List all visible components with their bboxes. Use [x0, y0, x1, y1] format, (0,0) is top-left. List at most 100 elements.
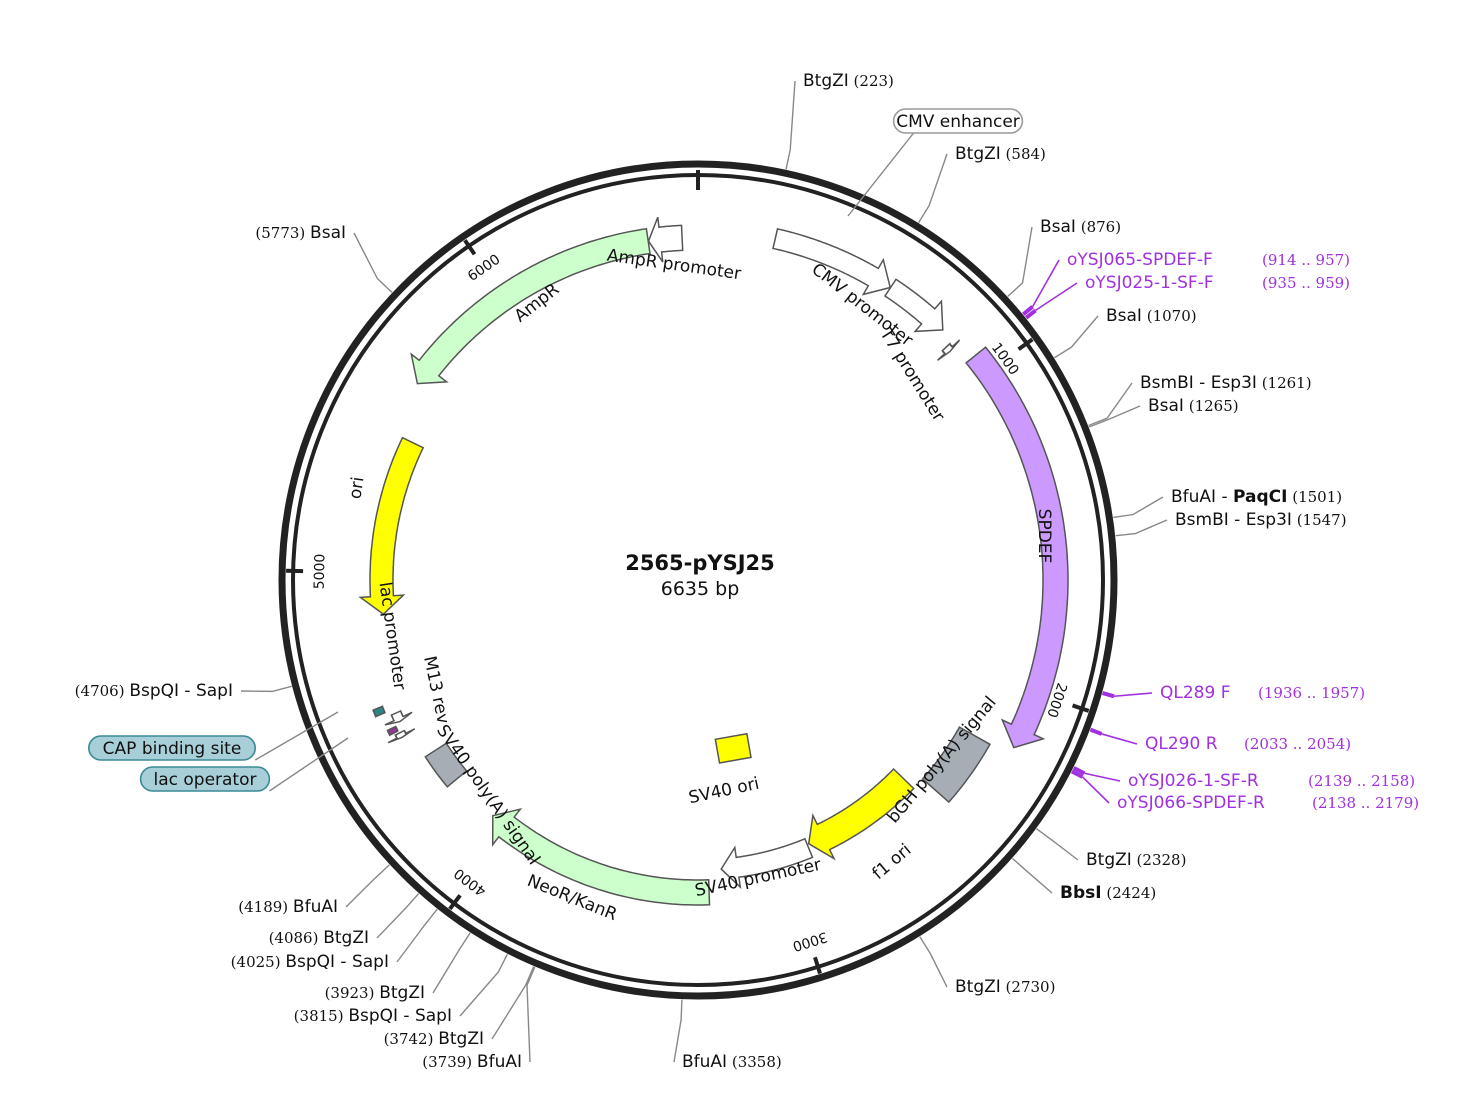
site-text: BtgZI — [438, 1029, 484, 1049]
tick-label: 5000 — [312, 554, 329, 590]
callout-leader — [254, 711, 339, 761]
primer-leader — [1081, 776, 1110, 804]
site-text: (4086) — [269, 929, 324, 947]
primer-range: (914 .. 957) — [1262, 251, 1350, 269]
site-label-btgzi[interactable]: (3742) BtgZI — [384, 1029, 484, 1049]
site-label-bsai[interactable]: BsaI (876) — [1040, 217, 1121, 237]
site-text: BsmBI - Esp3I — [1175, 510, 1292, 530]
site-text: BspQI - SapI — [285, 952, 389, 972]
feature-cap-binding-site[interactable] — [372, 705, 386, 718]
feature-sv40-promoter[interactable] — [720, 837, 814, 890]
primer-mark — [1089, 727, 1103, 736]
callout-leader — [847, 132, 915, 217]
primer-label-oysj065-spdef-f[interactable]: oYSJ065-SPDEF-F — [1067, 250, 1213, 270]
primer-label-ql290-r[interactable]: QL290 R — [1145, 734, 1218, 754]
site-text: BtgZI — [803, 71, 849, 91]
site-text: BspQI - SapI — [348, 1006, 452, 1026]
callout-cmv-enhancer[interactable] — [892, 108, 1024, 134]
site-text: (1261) — [1257, 374, 1312, 392]
primer-mark — [1072, 766, 1086, 776]
site-label-btgzi[interactable]: (3923) BtgZI — [325, 983, 425, 1003]
site-text: BsaI — [1148, 396, 1184, 416]
site-leader — [673, 999, 683, 1063]
primer-label-oysj025-1-sf-f[interactable]: oYSJ025-1-SF-F — [1085, 273, 1214, 293]
site-text: (1070) — [1142, 307, 1197, 325]
site-label-btgzi[interactable]: (4086) BtgZI — [269, 928, 369, 948]
site-label-btgzi[interactable]: BtgZI (223) — [803, 71, 894, 91]
site-leader — [432, 932, 471, 994]
primer-label-oysj026-1-sf-r[interactable]: oYSJ026-1-SF-R — [1128, 771, 1259, 791]
callout-label: CMV enhancer — [896, 112, 1020, 132]
leader-lines — [240, 80, 1168, 1063]
site-text: (2328) — [1132, 851, 1187, 869]
site-text: (223) — [849, 72, 894, 90]
feature-ampr[interactable] — [410, 227, 651, 385]
site-text: BfuAI — [293, 897, 338, 917]
feature-neor-kanr[interactable] — [491, 807, 711, 906]
site-leader — [240, 685, 292, 693]
feature-cmv-enhancer[interactable] — [772, 227, 892, 296]
site-leader — [1113, 496, 1164, 519]
site-text: PaqCI — [1233, 487, 1287, 507]
feature-t7-promoter[interactable] — [936, 339, 961, 361]
site-leader — [1011, 857, 1053, 894]
feature-spdef[interactable] — [965, 346, 1069, 749]
callout-lac-operator[interactable] — [139, 766, 271, 792]
site-text: (3923) — [325, 984, 380, 1002]
primer-mark — [1022, 305, 1034, 316]
features-layer — [358, 216, 1069, 906]
feature-label-m13-rev: M13 rev — [419, 654, 453, 725]
site-text: BfuAI - — [1171, 487, 1233, 507]
feature-m13-rev[interactable] — [387, 728, 416, 744]
site-label-btgzi[interactable]: BtgZI (2328) — [1086, 850, 1186, 870]
feature-label-lac-promoter: lac promoter — [375, 581, 410, 692]
tick-mark — [463, 239, 477, 256]
site-leader — [919, 936, 948, 988]
plasmid-length: 6635 bp — [661, 578, 740, 600]
site-label-bfuai-paqci[interactable]: BfuAI - PaqCI (1501) — [1171, 487, 1342, 507]
feature-sv40-poly-a-signal[interactable] — [424, 742, 468, 788]
feature-lac-promoter[interactable] — [384, 709, 413, 726]
site-text: BtgZI — [1086, 850, 1132, 870]
feature-bgh-poly-a-signal[interactable] — [921, 726, 992, 804]
site-label-btgzi[interactable]: BtgZI (584) — [955, 144, 1046, 164]
site-text: (4189) — [238, 898, 293, 916]
site-label-bsai[interactable]: BsaI (1070) — [1106, 306, 1197, 326]
callout-cap-binding-site[interactable] — [88, 735, 256, 761]
site-label-bspqi-sapi[interactable]: (3815) BspQI - SapI — [294, 1006, 452, 1026]
feature-cmv-promoter[interactable] — [884, 278, 944, 333]
site-text: BfuAI — [477, 1052, 522, 1072]
site-text: BfuAI — [682, 1052, 727, 1072]
site-text: BsaI — [1106, 306, 1142, 326]
primer-label-oysj066-spdef-r[interactable]: oYSJ066-SPDEF-R — [1117, 793, 1265, 813]
site-text: (3742) — [384, 1030, 439, 1048]
site-label-bsai[interactable]: BsaI (1265) — [1148, 396, 1239, 416]
feature-ori[interactable] — [358, 436, 425, 616]
primer-leader — [1084, 772, 1121, 782]
feature-f1-ori[interactable] — [807, 767, 915, 861]
feature-lac-operator[interactable] — [386, 725, 399, 737]
site-text: (3739) — [422, 1053, 477, 1071]
site-label-bspqi-sapi[interactable]: (4706) BspQI - SapI — [75, 681, 233, 701]
site-label-bfuai[interactable]: BfuAI (3358) — [682, 1052, 782, 1072]
primer-mark — [1024, 308, 1037, 320]
primer-range: (2138 .. 2179) — [1312, 794, 1419, 812]
site-label-btgzi[interactable]: BtgZI (2730) — [955, 977, 1055, 997]
site-label-bbsi[interactable]: BbsI (2424) — [1060, 883, 1156, 903]
site-label-bsmbi-esp3i[interactable]: BsmBI - Esp3I (1547) — [1175, 510, 1347, 530]
feature-sv40-ori[interactable] — [714, 732, 752, 764]
primer-label-ql289-f[interactable]: QL289 F — [1160, 683, 1230, 703]
feature-label-bgh-poly-a-signal: bGH poly(A) signal — [883, 693, 1000, 827]
site-label-bsmbi-esp3i[interactable]: BsmBI - Esp3I (1261) — [1140, 373, 1312, 393]
site-label-bsai[interactable]: (5773) BsaI — [255, 223, 346, 243]
site-label-bfuai[interactable]: (4189) BfuAI — [238, 897, 338, 917]
tick-mark — [1017, 337, 1034, 351]
primer-leader — [1101, 733, 1138, 745]
site-text: (4706) — [75, 682, 130, 700]
site-label-bspqi-sapi[interactable]: (4025) BspQI - SapI — [231, 952, 389, 972]
site-text: (876) — [1076, 218, 1121, 236]
site-leader — [1088, 382, 1133, 427]
feature-ampr-promoter[interactable] — [647, 216, 684, 263]
site-label-bfuai[interactable]: (3739) BfuAI — [422, 1052, 522, 1072]
